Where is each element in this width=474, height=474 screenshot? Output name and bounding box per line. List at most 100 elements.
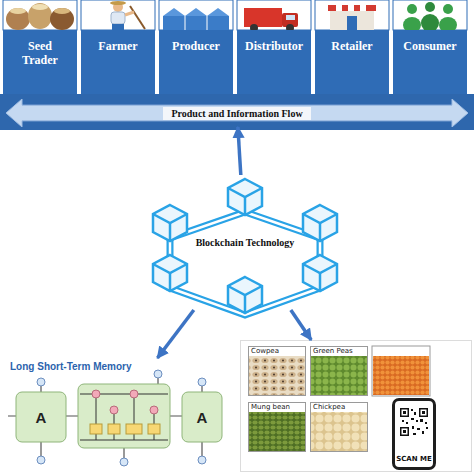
farmer-arm	[125, 12, 134, 15]
product-photo: Green Peas	[310, 346, 368, 396]
qr-finder	[403, 430, 406, 433]
qr-module	[426, 427, 428, 429]
block-cube	[153, 205, 187, 241]
store-door	[347, 16, 357, 30]
farmer-hat	[110, 1, 126, 5]
stage-label: Seed Trader	[18, 40, 62, 68]
cell-input-line	[80, 439, 168, 440]
qr-module	[402, 420, 404, 422]
store-building	[330, 10, 374, 30]
qr-caption: SCAN ME	[396, 455, 432, 463]
input-node	[37, 456, 45, 464]
flow-arrow	[238, 127, 241, 175]
input-node	[198, 456, 206, 464]
truck-body	[244, 8, 282, 27]
block-cube	[228, 179, 262, 215]
product-photo: Mung bean	[248, 402, 306, 452]
seed-sack	[50, 8, 74, 30]
image-frame	[237, 0, 311, 30]
person-head	[425, 2, 435, 12]
lentil-photo	[373, 356, 429, 395]
lstm-cell	[16, 392, 66, 442]
green-peas-photo	[311, 356, 367, 395]
lstm-cell	[78, 384, 170, 448]
chain-stage: Distributor	[237, 30, 311, 94]
qr-finder	[419, 408, 428, 417]
block-cube	[303, 205, 337, 241]
chain-stage: Producer	[159, 30, 233, 94]
qr-module	[414, 412, 416, 415]
pointwise-op	[110, 406, 118, 414]
chain-stage: Seed Trader	[3, 30, 77, 94]
hidden-output	[37, 378, 45, 386]
store-awning	[328, 5, 376, 11]
qr-finder	[400, 408, 409, 417]
flow-label: Product and Information Flow	[163, 107, 310, 120]
stage-label: Farmer	[98, 40, 137, 54]
chain-link	[170, 212, 320, 315]
qr-module	[425, 422, 427, 424]
hidden-output	[198, 378, 206, 386]
image-frame	[3, 0, 77, 30]
greenhouse-roof	[163, 8, 185, 16]
product-photo: Cowpea	[248, 346, 306, 396]
pointwise-op	[130, 390, 138, 398]
input-node	[120, 458, 128, 466]
tanh-gate	[126, 424, 142, 434]
awning-stripe	[360, 5, 366, 11]
hidden-output	[154, 370, 162, 378]
lentil-frame	[372, 346, 430, 396]
seed-pile	[32, 4, 48, 10]
top-background	[0, 0, 474, 94]
io-line	[123, 448, 124, 458]
photo-caption: Green Peas	[313, 347, 365, 356]
pointwise-op	[92, 390, 100, 398]
photo-caption: Cowpea	[251, 347, 303, 356]
double-arrow-shape	[6, 99, 468, 127]
qr-finder	[403, 411, 406, 414]
qr-finder	[400, 427, 409, 436]
greenhouse	[163, 16, 229, 30]
person-head	[443, 4, 453, 14]
qr-module	[416, 420, 418, 422]
phone-screen: SCAN ME	[392, 398, 436, 470]
greenhouse-rib	[185, 16, 186, 30]
qr-module	[406, 422, 408, 424]
stage-label: Retailer	[331, 40, 372, 54]
stage-label: Producer	[172, 40, 220, 54]
farmer-tool	[130, 6, 145, 29]
qr-background	[400, 408, 428, 436]
chain-stage: Consumer	[393, 30, 467, 94]
stage-label: Distributor	[245, 40, 303, 54]
seed-sack	[28, 3, 52, 29]
qr-finder	[402, 410, 408, 416]
qr-module	[411, 418, 414, 420]
photo-caption: Mung bean	[251, 403, 303, 412]
cell-label: A	[36, 409, 47, 426]
block-cube	[153, 255, 187, 291]
qr-module	[420, 419, 423, 422]
block-cube	[228, 277, 262, 313]
image-frame	[159, 0, 233, 30]
sigmoid-gate	[108, 424, 120, 434]
awning-stripe	[348, 5, 354, 11]
pointwise-op	[150, 406, 158, 414]
qr-module	[422, 431, 424, 434]
flow-arrow	[291, 310, 311, 340]
flow-arrow	[157, 310, 193, 358]
truck-window	[286, 15, 295, 20]
greenhouse-roof	[207, 8, 229, 16]
flow-band: Product and Information Flow	[6, 99, 468, 127]
chickpea-photo	[311, 412, 367, 451]
chain-stage: Farmer	[81, 30, 155, 94]
image-frame	[315, 0, 389, 30]
blockchain-network: Blockchain Technology	[150, 175, 340, 310]
qr-module	[417, 428, 420, 430]
seed-pile	[10, 8, 26, 14]
qr-finder	[402, 429, 408, 435]
cell-label: A	[197, 409, 208, 426]
photo-caption: Chickpea	[313, 403, 365, 412]
product-photo: Chickpea	[310, 402, 368, 452]
qr-finder	[422, 411, 425, 414]
